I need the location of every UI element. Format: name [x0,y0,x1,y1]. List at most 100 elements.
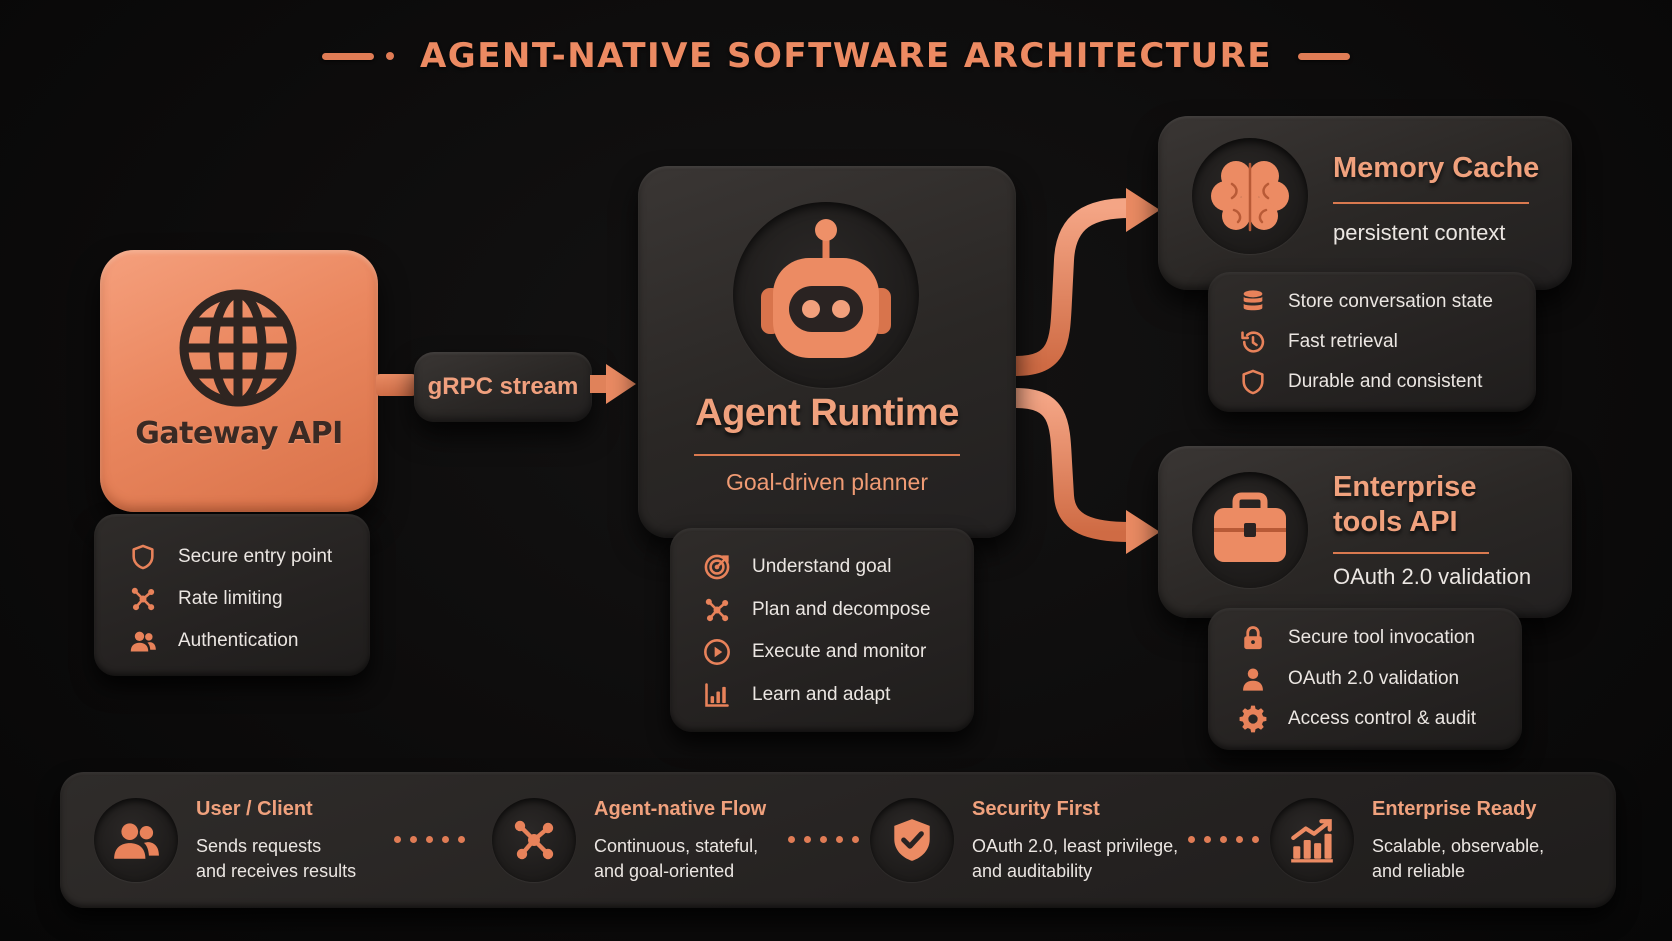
dotted-separator [1188,836,1259,843]
network-nodes-icon [702,595,732,625]
feature-label: Secure tool invocation [1288,627,1475,649]
bar-chart-icon [702,680,732,710]
gateway-label: Gateway API [135,416,343,451]
users-icon [94,798,178,882]
footer-item-title: Security First [972,798,1100,820]
feature-label: Secure entry point [178,546,333,567]
footer-item-desc: Sends requests and receives results [196,834,356,884]
divider [1333,552,1489,554]
enterprise-title-line2: tools API [1333,506,1458,538]
lock-icon [1238,623,1268,653]
memory-feature-list: Store conversation state Fast retrieval … [1208,272,1536,412]
gateway-card[interactable]: Gateway API [100,250,378,512]
enterprise-arrow-head [1126,510,1160,554]
feature-label: Access control & audit [1288,708,1476,730]
dotted-separator [788,836,859,843]
gear-icon [1238,704,1268,734]
shield-icon [128,542,158,572]
divider [694,454,960,456]
growth-chart-icon [1270,798,1354,882]
feature-label: Rate limiting [178,588,283,609]
runtime-subtitle: Goal-driven planner [725,469,928,495]
footer-item-user-client: User / Client Sends requests and receive… [60,772,450,908]
list-item: OAuth 2.0 validation [1238,659,1522,700]
user-icon [1238,664,1268,694]
footer-desc-line: and reliable [1372,861,1466,881]
memory-arrow-head [1126,188,1160,232]
list-item: Execute and monitor [702,631,974,674]
footer-item-desc: OAuth 2.0, least privilege, and auditabi… [972,834,1178,884]
footer-item-enterprise-ready: Enterprise Ready Scalable, observable, a… [1236,772,1616,908]
brain-icon-holder [1192,138,1308,254]
list-item: Secure entry point [128,536,370,578]
footer-desc-line: Continuous, stateful, [594,836,759,856]
feature-label: Understand goal [752,556,892,578]
footer-desc-line: and receives results [196,861,357,881]
history-icon [1238,327,1268,357]
runtime-feature-list: Understand goal Plan and decompose Execu… [670,528,974,732]
footer-desc-line: and goal-oriented [594,861,735,881]
network-nodes-icon [128,584,158,614]
runtime-title: Agent Runtime [695,392,959,434]
footer-desc-line: and auditability [972,861,1093,881]
footer-item-security: Security First OAuth 2.0, least privileg… [836,772,1236,908]
enterprise-tools-card[interactable]: Enterprise tools API OAuth 2.0 validatio… [1158,446,1572,618]
list-item: Understand goal [702,546,974,589]
network-nodes-icon [492,798,576,882]
agent-runtime-card[interactable]: Agent Runtime Goal-driven planner [638,166,1016,538]
robot-icon-holder [733,202,919,388]
feature-label: Durable and consistent [1288,371,1483,392]
footer-desc-line: OAuth 2.0, least privilege, [972,836,1179,856]
gateway-feature-list: Secure entry point Rate limiting Authent… [94,514,370,676]
footer-desc-line: Sends requests [196,836,322,856]
memory-subtitle: persistent context [1333,220,1506,245]
feature-label: Execute and monitor [752,641,927,663]
memory-title: Memory Cache [1333,152,1540,184]
list-item: Rate limiting [128,578,370,620]
footer-bar: User / Client Sends requests and receive… [60,772,1616,908]
feature-label: Fast retrieval [1288,331,1398,352]
list-item: Durable and consistent [1238,362,1536,402]
users-icon [128,626,158,656]
feature-label: Learn and adapt [752,683,891,705]
database-icon [1238,287,1268,317]
footer-item-title: User / Client [196,798,313,820]
robot-icon [761,219,891,358]
play-circle-icon [702,637,732,667]
brain-icon [1211,161,1289,232]
footer-item-title: Enterprise Ready [1372,798,1537,820]
list-item: Store conversation state [1238,282,1536,322]
globe-icon [179,289,297,407]
title-ornament-left [321,52,394,60]
footer-item-desc: Scalable, observable, and reliable [1372,834,1544,884]
grpc-stream-label: gRPC stream [414,352,592,422]
briefcase-icon [1214,492,1286,562]
list-item: Secure tool invocation [1238,618,1522,659]
footer-item-title: Agent-native Flow [594,798,767,820]
target-icon [702,552,732,582]
list-item: Fast retrieval [1238,322,1536,362]
list-item: Plan and decompose [702,589,974,632]
footer-desc-line: Scalable, observable, [1372,836,1545,856]
enterprise-connector [1006,388,1140,542]
dotted-separator [394,836,465,843]
list-item: Authentication [128,620,370,662]
grpc-arrow-icon [590,364,636,404]
briefcase-icon-holder [1192,472,1308,588]
memory-connector [1006,198,1140,376]
feature-label: Store conversation state [1288,291,1493,312]
memory-cache-card[interactable]: Memory Cache persistent context [1158,116,1572,290]
feature-label: OAuth 2.0 validation [1288,667,1460,689]
title-bar: AGENT-NATIVE SOFTWARE ARCHITECTURE [0,30,1672,82]
divider [1333,202,1529,204]
grpc-pipe [376,374,416,396]
shield-check-icon [870,798,954,882]
list-item: Learn and adapt [702,674,974,717]
title-ornament-right [1298,52,1351,60]
page-title: AGENT-NATIVE SOFTWARE ARCHITECTURE [419,36,1273,76]
footer-item-agent-flow: Agent-native Flow Continuous, stateful, … [458,772,828,908]
list-item: Access control & audit [1238,699,1522,740]
enterprise-subtitle: OAuth 2.0 validation [1333,564,1532,589]
footer-item-desc: Continuous, stateful, and goal-oriented [594,834,758,884]
